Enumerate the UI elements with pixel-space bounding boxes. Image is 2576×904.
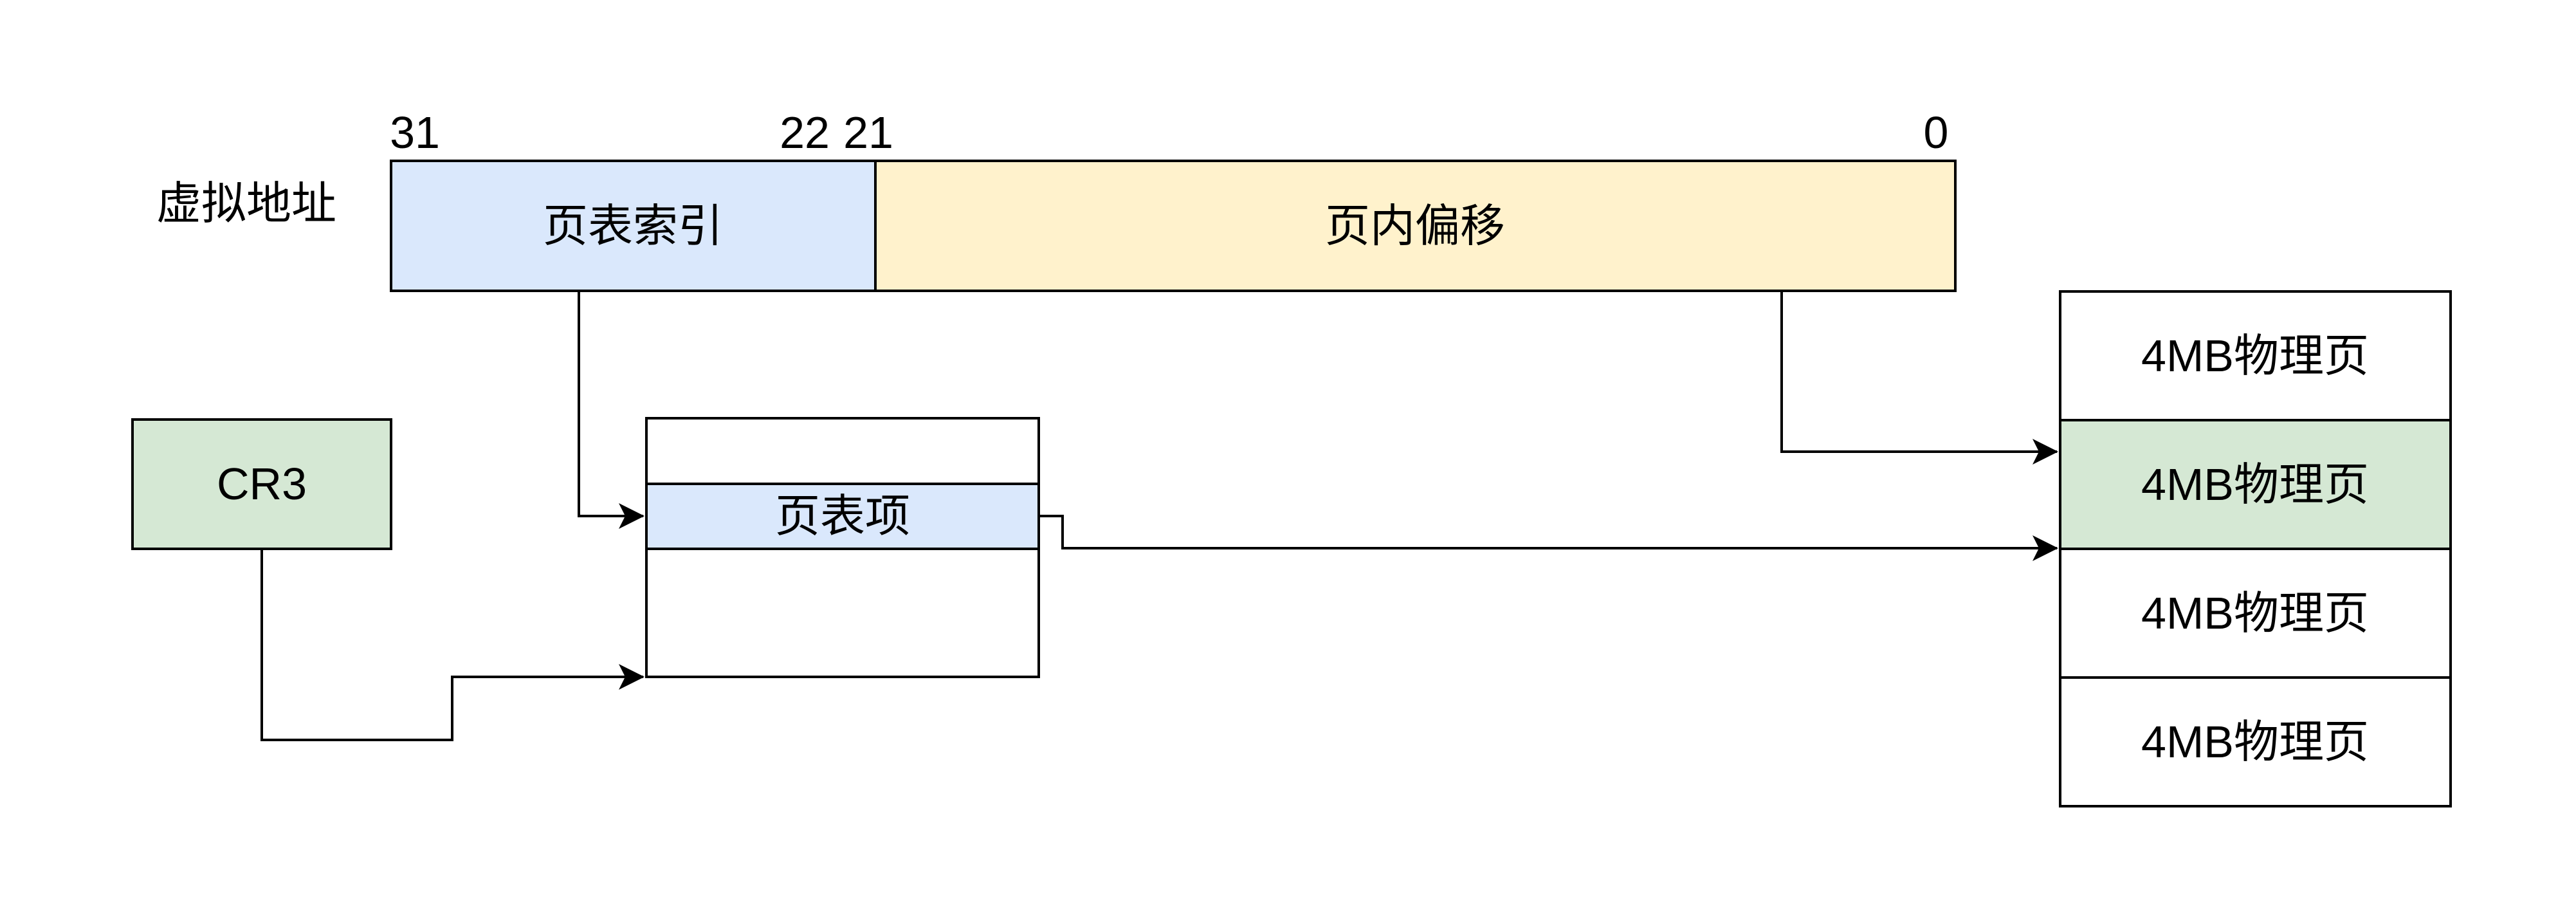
field-page-offset — [874, 160, 1957, 292]
page-offset-label: 页内偏移 — [1325, 201, 1505, 251]
physical-page-row-3 — [2059, 548, 2452, 679]
arrow-index-to-entry — [578, 291, 644, 529]
bit-label-21: 21 — [843, 107, 893, 158]
arrow-cr3-to-page-table — [260, 549, 644, 741]
physical-page-label-1: 4MB物理页 — [2141, 331, 2369, 381]
physical-page-label-3: 4MB物理页 — [2141, 588, 2369, 638]
physical-page-row-4 — [2059, 676, 2452, 807]
physical-page-label-2: 4MB物理页 — [2141, 459, 2369, 510]
arrow-entry-to-physical-page — [1039, 515, 2058, 561]
page-table-entry-label: 页表项 — [775, 491, 910, 541]
bit-label-22: 22 — [780, 107, 830, 158]
page-table-index-label: 页表索引 — [543, 201, 723, 251]
physical-page-row-2 — [2059, 419, 2452, 550]
physical-page-label-4: 4MB物理页 — [2141, 717, 2369, 767]
page-table-entry-row — [645, 483, 1040, 550]
bit-label-31: 31 — [390, 107, 440, 158]
cr3-register — [131, 418, 392, 550]
cr3-label: CR3 — [217, 459, 307, 509]
arrow-offset-to-physical-page — [1780, 291, 2058, 465]
virtual-address-label: 虚拟地址 — [156, 178, 336, 228]
bit-label-0: 0 — [1924, 107, 1949, 158]
field-page-table-index — [390, 160, 877, 292]
